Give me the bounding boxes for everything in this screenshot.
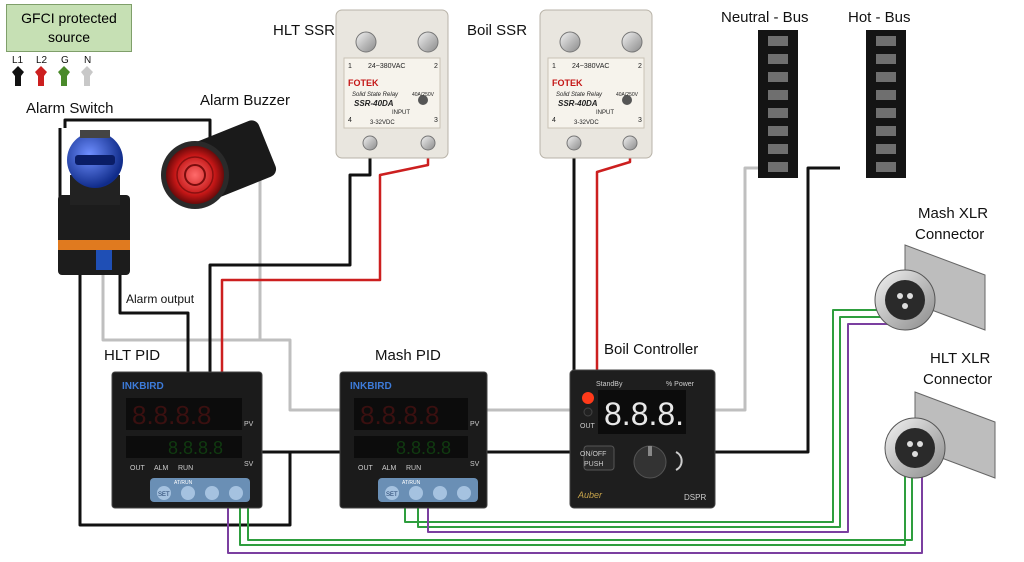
svg-text:AT/RUN: AT/RUN	[402, 480, 421, 486]
svg-text:Auber: Auber	[577, 490, 603, 500]
wire-black-boil-to-hot	[715, 166, 840, 454]
hlt-xlr-connector	[884, 391, 996, 479]
svg-text:DSPR: DSPR	[684, 493, 706, 502]
label-neutral-bus: Neutral - Bus	[721, 9, 809, 26]
svg-text:Solid State Relay: Solid State Relay	[352, 92, 399, 98]
wire-label-n: N	[84, 55, 92, 66]
svg-text:4: 4	[348, 117, 352, 124]
svg-text:40A/250V: 40A/250V	[616, 92, 639, 98]
hlt-pid: INKBIRD 8.8.8.8 8.8.8.8 PV SV OUT ALM RU…	[111, 371, 263, 509]
svg-text:PV: PV	[470, 421, 480, 428]
wire-label-g: G	[61, 55, 69, 66]
gfci-source-line1: GFCI protected	[21, 10, 117, 26]
svg-text:FOTEK: FOTEK	[348, 78, 379, 88]
wire-red-boil-ssr	[595, 148, 632, 372]
svg-text:INKBIRD: INKBIRD	[350, 381, 392, 392]
label-hlt-pid: HLT PID	[104, 347, 161, 364]
svg-text:PV: PV	[244, 421, 254, 428]
label-hlt-xlr-1: HLT XLR	[930, 350, 991, 367]
sensor-wires	[227, 309, 923, 554]
svg-text:INKBIRD: INKBIRD	[122, 381, 164, 392]
svg-text:INPUT: INPUT	[596, 110, 614, 116]
svg-text:3-32VDC: 3-32VDC	[574, 120, 599, 126]
svg-text:4: 4	[552, 117, 556, 124]
svg-text:StandBy: StandBy	[596, 381, 623, 388]
signal-wires-red	[220, 148, 632, 372]
svg-text:8.8.8.: 8.8.8.	[604, 396, 684, 432]
label-mash-pid: Mash PID	[375, 347, 441, 364]
svg-text:PUSH: PUSH	[584, 461, 603, 468]
svg-text:ON/OFF: ON/OFF	[580, 451, 606, 458]
wire-label-l1: L1	[12, 55, 24, 66]
svg-text:8.8.8.8: 8.8.8.8	[168, 438, 223, 458]
svg-text:8.8.8.8: 8.8.8.8	[132, 400, 212, 430]
label-boil-controller: Boil Controller	[604, 341, 699, 358]
svg-text:40A/250V: 40A/250V	[412, 92, 435, 98]
wires	[58, 118, 923, 554]
boil-controller: StandBy % Power OUT 8.8.8. ON/OFF PUSH A…	[569, 369, 716, 509]
alarm-switch	[58, 130, 130, 275]
svg-text:RUN: RUN	[178, 465, 193, 472]
neutral-bus-bar	[758, 30, 798, 178]
mash-pid: INKBIRD 8.8.8.8 8.8.8.8 PV SV OUT ALM RU…	[339, 371, 488, 509]
svg-text:ALM: ALM	[154, 465, 169, 472]
svg-text:SSR-40DA: SSR-40DA	[558, 99, 598, 108]
wire-gray-boil-to-neutral	[715, 166, 770, 412]
svg-text:Solid State Relay: Solid State Relay	[556, 92, 603, 98]
source-wire-plugs	[12, 66, 93, 86]
svg-text:1: 1	[552, 63, 556, 70]
wire-gray-switch-to-pids	[101, 272, 340, 412]
label-alarm-switch: Alarm Switch	[26, 100, 114, 117]
label-alarm-output: Alarm output	[126, 292, 195, 306]
svg-text:INPUT: INPUT	[392, 110, 410, 116]
label-mash-xlr-2: Connector	[915, 226, 985, 243]
hot-bus-bar	[866, 30, 906, 178]
svg-text:3: 3	[638, 117, 642, 124]
svg-text:8.8.8.8: 8.8.8.8	[360, 400, 440, 430]
alarm-buzzer	[161, 120, 277, 209]
svg-text:8.8.8.8: 8.8.8.8	[396, 438, 451, 458]
hlt-ssr: 1 2 24~380VAC FOTEK Solid State Relay SS…	[335, 9, 449, 159]
svg-text:SET: SET	[158, 492, 170, 498]
label-mash-xlr-1: Mash XLR	[918, 205, 989, 222]
boil-ssr: 1 2 24~380VAC FOTEK Solid State Relay SS…	[539, 9, 653, 159]
wire-label-l2: L2	[36, 55, 48, 66]
svg-text:SV: SV	[244, 461, 254, 468]
wire-black-alarm-output	[118, 272, 190, 372]
wire-red-hlt-ssr	[220, 148, 430, 372]
svg-text:SET: SET	[386, 492, 398, 498]
svg-text:24~380VAC: 24~380VAC	[368, 63, 405, 70]
svg-text:24~380VAC: 24~380VAC	[572, 63, 609, 70]
svg-text:ALM: ALM	[382, 465, 397, 472]
svg-text:1: 1	[348, 63, 352, 70]
label-alarm-buzzer: Alarm Buzzer	[200, 92, 291, 109]
svg-text:OUT: OUT	[580, 423, 596, 430]
svg-text:AT/RUN: AT/RUN	[174, 480, 193, 486]
gfci-source-box: GFCI protected source	[6, 4, 132, 52]
svg-text:RUN: RUN	[406, 465, 421, 472]
svg-text:3: 3	[434, 117, 438, 124]
label-hlt-ssr: HLT SSR	[273, 22, 335, 39]
svg-text:SV: SV	[470, 461, 480, 468]
wire-black-hlt-ssr	[208, 150, 372, 372]
gfci-source-line2: source	[47, 29, 91, 45]
svg-text:% Power: % Power	[666, 381, 695, 388]
svg-text:2: 2	[638, 63, 642, 70]
svg-text:3-32VDC: 3-32VDC	[370, 120, 395, 126]
hot-wires	[58, 118, 840, 527]
label-boil-ssr: Boil SSR	[467, 22, 528, 39]
neutral-wires	[101, 150, 770, 412]
label-hot-bus: Hot - Bus	[848, 9, 911, 26]
svg-text:FOTEK: FOTEK	[552, 78, 583, 88]
svg-text:OUT: OUT	[358, 465, 374, 472]
label-hlt-xlr-2: Connector	[923, 371, 993, 388]
mash-xlr-connector	[874, 244, 986, 331]
svg-text:SSR-40DA: SSR-40DA	[354, 99, 394, 108]
svg-text:2: 2	[434, 63, 438, 70]
svg-text:OUT: OUT	[130, 465, 146, 472]
